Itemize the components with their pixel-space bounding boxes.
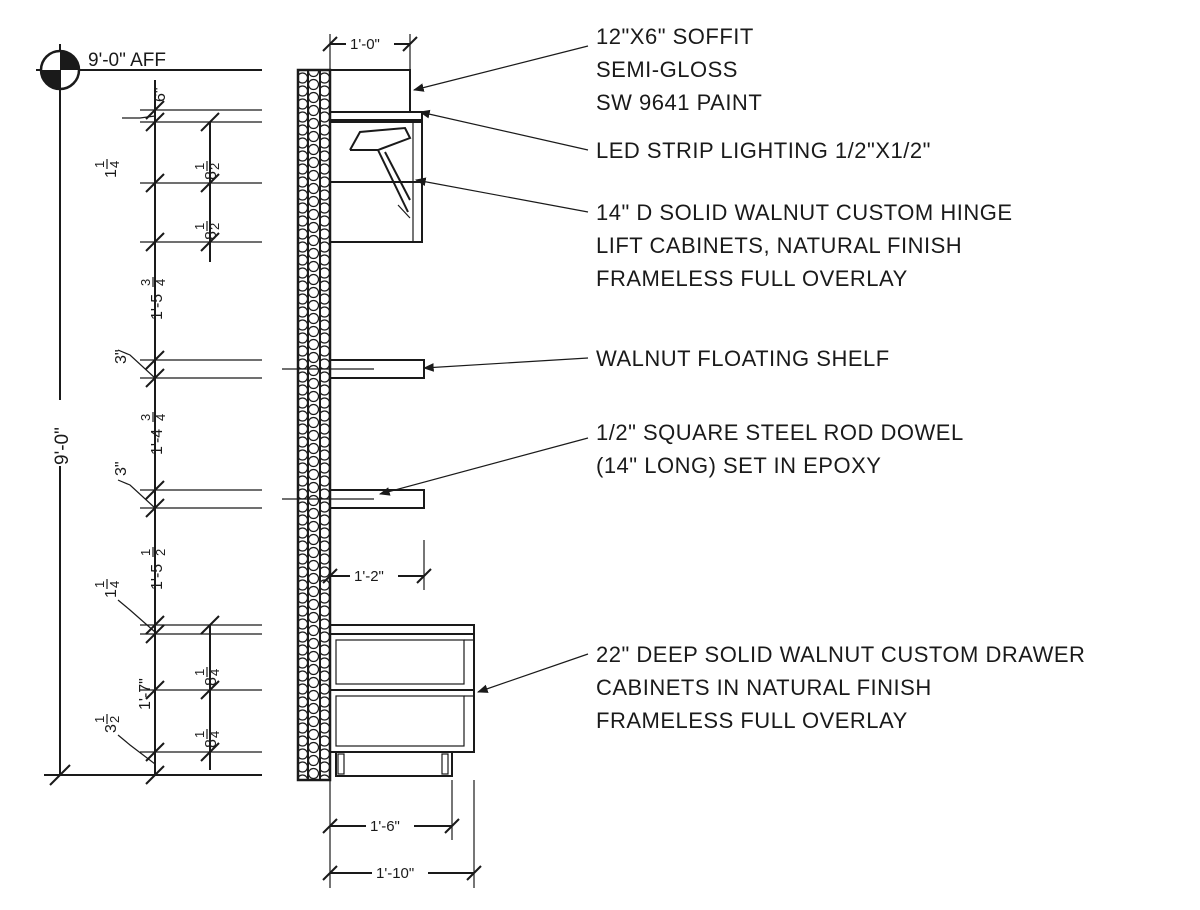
svg-text:2: 2 [207, 163, 222, 170]
svg-text:SW 9641 PAINT: SW 9641 PAINT [596, 90, 762, 115]
dimension-shelf: 1'-2" [322, 540, 432, 590]
dim-toe-kick: 3 1 2 [92, 714, 122, 733]
svg-text:CABINETS IN NATURAL FINISH: CABINETS IN NATURAL FINISH [596, 675, 932, 700]
callout-led-strip: LED STRIP LIGHTING 1/2"X1/2" [596, 138, 931, 163]
elevation-marker: 9'-0" AFF [36, 44, 262, 96]
base-cabinets [329, 624, 475, 777]
dim-soffit-depth: 1'-0" [350, 36, 380, 53]
svg-text:LED STRIP LIGHTING 1/2"X1/2": LED STRIP LIGHTING 1/2"X1/2" [596, 138, 931, 163]
upper-cabinets [329, 111, 423, 243]
elevation-label: 9'-0" AFF [88, 50, 166, 71]
svg-text:FRAMELESS FULL OVERLAY: FRAMELESS FULL OVERLAY [596, 708, 908, 733]
overall-height-label: 9'-0" [52, 427, 73, 465]
callout-drawer-cabinets: 22" DEEP SOLID WALNUT CUSTOM DRAWER CABI… [596, 642, 1085, 733]
svg-text:4: 4 [107, 161, 122, 168]
callout-floating-shelf: WALNUT FLOATING SHELF [596, 346, 890, 371]
svg-text:1'-5: 1'-5 [149, 564, 166, 590]
dim-drawer-1: 8 1 4 [192, 667, 222, 686]
svg-text:2: 2 [207, 223, 222, 230]
dim-counter: 1 1 4 [92, 579, 122, 598]
dimension-soffit: 1'-0" [322, 34, 418, 70]
svg-text:14" D SOLID WALNUT CUSTOM HING: 14" D SOLID WALNUT CUSTOM HINGE [596, 200, 1013, 225]
svg-text:FRAMELESS FULL OVERLAY: FRAMELESS FULL OVERLAY [596, 266, 908, 291]
dim-shelf-depth: 1'-2" [354, 568, 384, 585]
dim-shelf-1: 3" [113, 349, 130, 364]
dim-upper-gap: 1 1 4 [92, 159, 122, 178]
svg-text:3: 3 [138, 414, 153, 421]
soffit [329, 69, 411, 113]
dim-upper-door-1: 8 1 2 [192, 161, 222, 180]
svg-text:1: 1 [192, 163, 207, 170]
svg-text:1: 1 [103, 169, 120, 178]
svg-text:1: 1 [92, 581, 107, 588]
svg-text:2: 2 [107, 716, 122, 723]
dim-drawer-box-depth: 1'-6" [370, 818, 400, 835]
svg-text:1: 1 [192, 731, 207, 738]
overall-height-dimension: 9'-0" [44, 70, 262, 786]
dimension-drawer-box: 1'-6" [322, 780, 460, 840]
svg-text:4: 4 [107, 581, 122, 588]
callout-soffit: 12"X6" SOFFIT SEMI-GLOSS SW 9641 PAINT [596, 24, 762, 115]
dim-upper-door-2: 8 1 2 [192, 221, 222, 240]
svg-text:1: 1 [138, 549, 153, 556]
svg-text:8: 8 [203, 739, 220, 748]
svg-text:LIFT CABINETS, NATURAL FINISH: LIFT CABINETS, NATURAL FINISH [596, 233, 962, 258]
dim-base-depth: 1'-10" [376, 865, 414, 882]
svg-text:4: 4 [207, 731, 222, 738]
svg-text:4: 4 [153, 279, 168, 286]
dimension-base: 1'-10" [322, 780, 482, 888]
dim-shelf-spacing: 1'-4 3 4 [138, 412, 168, 455]
svg-text:4: 4 [153, 414, 168, 421]
svg-text:8: 8 [203, 231, 220, 240]
svg-text:1'-5: 1'-5 [149, 294, 166, 320]
wall-section [296, 68, 332, 782]
callout-steel-rod: 1/2" SQUARE STEEL ROD DOWEL (14" LONG) S… [596, 420, 964, 478]
svg-text:1: 1 [92, 161, 107, 168]
dim-shelf-2: 3" [113, 461, 130, 476]
svg-text:2: 2 [153, 549, 168, 556]
svg-text:1: 1 [192, 669, 207, 676]
dim-shelf-to-counter: 1'-5 1 2 [138, 547, 168, 590]
svg-text:8: 8 [203, 677, 220, 686]
callout-leaders [378, 45, 589, 693]
svg-text:1'-4: 1'-4 [149, 429, 166, 455]
svg-text:8: 8 [203, 171, 220, 180]
svg-text:3: 3 [138, 279, 153, 286]
svg-text:WALNUT FLOATING SHELF: WALNUT FLOATING SHELF [596, 346, 890, 371]
svg-text:4: 4 [207, 669, 222, 676]
svg-text:1: 1 [192, 223, 207, 230]
callout-upper-cabinets: 14" D SOLID WALNUT CUSTOM HINGE LIFT CAB… [596, 200, 1013, 291]
svg-text:SEMI-GLOSS: SEMI-GLOSS [596, 57, 738, 82]
svg-text:3: 3 [103, 724, 120, 733]
svg-text:12"X6" SOFFIT: 12"X6" SOFFIT [596, 24, 754, 49]
svg-text:1: 1 [103, 589, 120, 598]
dim-soffit: 6" [152, 87, 169, 102]
vertical-dimension-string: 6" 1 1 4 8 1 2 8 1 2 1'-5 3 4 3" 1'-4 [92, 80, 262, 785]
svg-text:1: 1 [92, 716, 107, 723]
svg-text:22" DEEP SOLID WALNUT CUSTOM D: 22" DEEP SOLID WALNUT CUSTOM DRAWER [596, 642, 1085, 667]
svg-text:(14" LONG) SET IN EPOXY: (14" LONG) SET IN EPOXY [596, 453, 881, 478]
svg-text:1/2" SQUARE STEEL ROD DOWEL: 1/2" SQUARE STEEL ROD DOWEL [596, 420, 964, 445]
floating-shelf-lower [282, 489, 425, 509]
dim-drawer-2: 8 1 4 [192, 729, 222, 748]
dim-base-height: 1'-7" [137, 678, 154, 710]
dim-upper-to-shelf: 1'-5 3 4 [138, 277, 168, 320]
